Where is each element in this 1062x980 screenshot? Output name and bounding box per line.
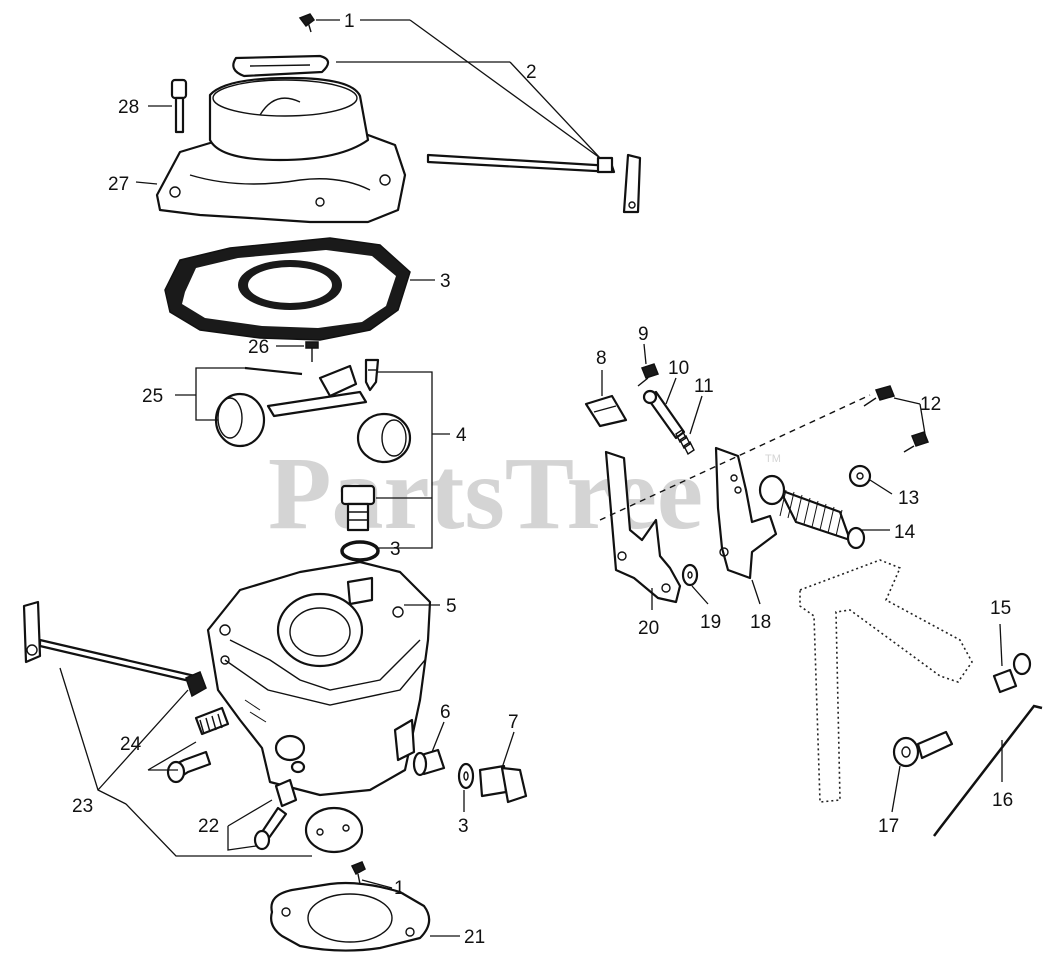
callout-19: 19: [700, 612, 721, 633]
callout-3: 3: [440, 271, 451, 292]
callout-18: 18: [750, 612, 771, 633]
callout-9: 9: [638, 324, 649, 345]
callout-27: 27: [108, 174, 129, 195]
throttle-plate: [304, 806, 364, 854]
part-8-clip: [584, 394, 628, 428]
leader-lines: [59, 19, 1003, 937]
alignment-line: [599, 394, 871, 521]
callout-14: 14: [894, 522, 916, 543]
part-15-fitting: [992, 652, 1032, 694]
callout-28: 28: [118, 97, 139, 118]
callout-labels: 1 2 3 4 5 6 7 8 9 10 11 12 13 14 15 16 1…: [72, 11, 1013, 948]
watermark-trademark: TM: [765, 453, 781, 465]
part-3-washer: [457, 762, 475, 790]
part-17-clamp: [892, 730, 954, 768]
part-3-o-ring: [340, 540, 380, 562]
callout-25: 25: [142, 386, 163, 407]
callout-3-oring: 3: [390, 539, 401, 560]
part-13-washer: [848, 464, 872, 488]
part-24-idle-screw: [166, 706, 230, 784]
part-2-cover-and-shaft: [232, 54, 642, 214]
part-9-screw: [637, 363, 659, 387]
callout-23: 23: [72, 796, 93, 817]
part-20-bracket: [604, 450, 682, 604]
callout-6: 6: [440, 702, 451, 723]
part-6-plug: [412, 748, 446, 777]
callout-15: 15: [990, 598, 1011, 619]
callout-21: 21: [464, 927, 485, 948]
callout-16: 16: [992, 790, 1013, 811]
callout-22: 22: [198, 816, 219, 837]
phantom-lever: [799, 559, 973, 803]
callout-4: 4: [456, 425, 467, 446]
part-21-flange-gasket: [270, 881, 431, 952]
callout-1-lower: 1: [394, 878, 405, 899]
watermark-text: PartsTree: [268, 436, 703, 551]
part-5-carburetor-body: [206, 560, 432, 797]
callout-12: 12: [920, 394, 941, 415]
part-1-screw-lower: [350, 861, 366, 885]
part-23-throttle-shaft: [22, 600, 207, 698]
part-28-bolt: [170, 78, 188, 134]
part-11-spring: [675, 428, 695, 456]
callout-17: 17: [878, 816, 899, 837]
part-10-screw: [642, 389, 686, 440]
callout-13: 13: [898, 488, 919, 509]
part-3-gasket: [164, 237, 411, 341]
part-19-washer: [681, 563, 699, 587]
callout-7: 7: [508, 712, 519, 733]
part-1-screw-top: [298, 13, 316, 33]
part-27-air-horn: [155, 76, 407, 224]
callout-20: 20: [638, 618, 659, 639]
callout-26: 26: [248, 337, 269, 358]
callout-5: 5: [446, 596, 457, 617]
callout-1: 1: [344, 11, 355, 32]
part-4-needle-valve: [340, 358, 380, 532]
part-12-screws: [863, 385, 929, 453]
part-22-screw-spring: [253, 778, 298, 851]
part-18-bracket: [714, 446, 778, 580]
callout-10: 10: [668, 358, 689, 379]
part-26-screw: [305, 341, 319, 362]
callout-8: 8: [596, 348, 607, 369]
callout-11: 11: [694, 376, 714, 397]
callout-3-washer: 3: [458, 816, 469, 837]
callout-24: 24: [120, 734, 142, 755]
part-16-rod: [933, 704, 1043, 837]
part-7-bolt: [478, 764, 528, 804]
part-25-float: [214, 364, 412, 464]
callout-2: 2: [526, 62, 537, 83]
part-14-spring: [758, 474, 866, 550]
